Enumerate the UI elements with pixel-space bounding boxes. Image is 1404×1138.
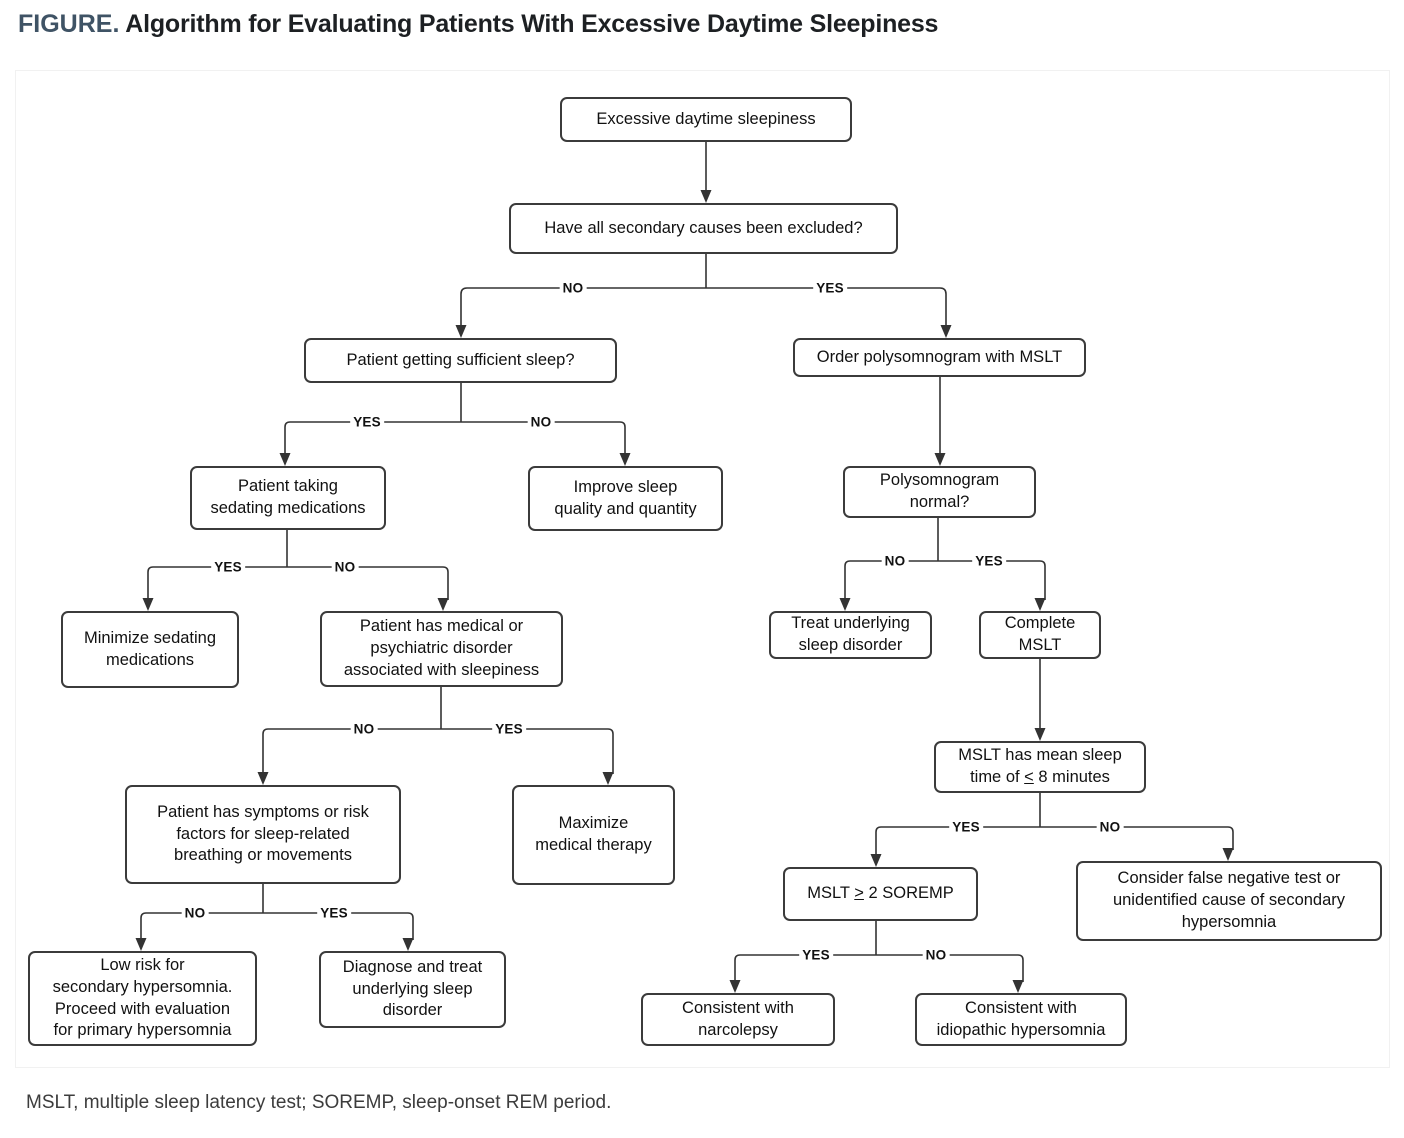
- branch-label-no: NO: [350, 721, 378, 737]
- figure-label: FIGURE.: [18, 10, 120, 38]
- branch-label-no: NO: [922, 947, 950, 963]
- node-sufficient-sleep[interactable]: Patient getting sufficient sleep?: [304, 338, 617, 383]
- node-symptoms-or-risk-factors[interactable]: Patient has symptoms or risk factors for…: [125, 785, 401, 884]
- figure-caption: MSLT, multiple sleep latency test; SOREM…: [26, 1092, 612, 1113]
- node-label: MSLT has mean sleep time of < 8 minutes: [958, 745, 1122, 789]
- node-label: Improve sleep quality and quantity: [554, 477, 697, 518]
- node-order-polysomnogram-mslt[interactable]: Order polysomnogram with MSLT: [793, 338, 1086, 377]
- node-treat-underlying-sleep-disorder[interactable]: Treat underlying sleep disorder: [769, 611, 932, 659]
- node-polysomnogram-normal[interactable]: Polysomnogram normal?: [843, 466, 1036, 518]
- branch-label-yes: YES: [492, 721, 526, 737]
- node-minimize-sedating-medications[interactable]: Minimize sedating medications: [61, 611, 239, 688]
- node-label: Low risk for secondary hypersomnia. Proc…: [52, 955, 233, 1040]
- greater-than-or-equal-symbol: >: [854, 884, 864, 903]
- node-secondary-causes-excluded[interactable]: Have all secondary causes been excluded?: [509, 203, 898, 254]
- node-label: Diagnose and treat underlying sleep diso…: [342, 957, 483, 1020]
- node-consider-false-negative[interactable]: Consider false negative test or unidenti…: [1076, 861, 1382, 941]
- node-low-risk-secondary-hypersomnia[interactable]: Low risk for secondary hypersomnia. Proc…: [28, 951, 257, 1046]
- branch-label-no: NO: [559, 280, 587, 296]
- node-label-post: 8 minutes: [1033, 768, 1110, 786]
- page-title: FIGURE. Algorithm for Evaluating Patient…: [18, 10, 938, 39]
- node-label: Patient has symptoms or risk factors for…: [157, 802, 369, 865]
- node-label: Have all secondary causes been excluded?: [544, 218, 863, 237]
- node-label: Maximize medical therapy: [535, 814, 652, 854]
- node-label-pre: MSLT: [807, 884, 855, 903]
- node-diagnose-and-treat-sleep-disorder[interactable]: Diagnose and treat underlying sleep diso…: [319, 951, 506, 1028]
- branch-label-yes: YES: [317, 905, 351, 921]
- node-patient-taking-sedating-medications[interactable]: Patient taking sedating medications: [190, 466, 386, 530]
- node-maximize-medical-therapy[interactable]: Maximize medical therapy: [512, 785, 675, 885]
- node-excessive-daytime-sleepiness[interactable]: Excessive daytime sleepiness: [560, 97, 852, 142]
- branch-label-yes: YES: [211, 559, 245, 575]
- branch-label-yes: YES: [350, 414, 384, 430]
- node-label: Order polysomnogram with MSLT: [816, 347, 1063, 366]
- branch-label-yes: YES: [949, 819, 983, 835]
- branch-label-no: NO: [331, 559, 359, 575]
- branch-label-yes: YES: [813, 280, 847, 296]
- branch-label-no: NO: [181, 905, 209, 921]
- node-label: Consistent with narcolepsy: [682, 998, 794, 1039]
- node-label-pre: MSLT has mean sleep time of: [958, 746, 1122, 786]
- node-label: Patient has medical or psychiatric disor…: [343, 617, 540, 679]
- node-label: Polysomnogram normal?: [879, 471, 1000, 511]
- node-consistent-with-narcolepsy[interactable]: Consistent with narcolepsy: [641, 993, 835, 1046]
- node-label: Patient taking sedating medications: [210, 477, 366, 517]
- node-medical-or-psychiatric-disorder[interactable]: Patient has medical or psychiatric disor…: [320, 611, 563, 687]
- node-label-post: 2 SOREMP: [863, 884, 954, 903]
- node-improve-sleep-quality[interactable]: Improve sleep quality and quantity: [528, 466, 723, 531]
- node-label: Consider false negative test or unidenti…: [1112, 869, 1346, 931]
- figure-title-text: Algorithm for Evaluating Patients With E…: [125, 10, 939, 38]
- node-label: Excessive daytime sleepiness: [596, 109, 816, 128]
- less-than-or-equal-symbol: <: [1024, 768, 1034, 786]
- node-label: Minimize sedating medications: [83, 628, 217, 669]
- node-label: Patient getting sufficient sleep?: [346, 350, 575, 369]
- node-label: Complete MSLT: [1004, 614, 1076, 654]
- branch-label-yes: YES: [972, 553, 1006, 569]
- node-mslt-soremp[interactable]: MSLT > 2 SOREMP: [783, 867, 978, 921]
- node-label: Treat underlying sleep disorder: [791, 614, 910, 654]
- branch-label-no: NO: [527, 414, 555, 430]
- node-mslt-mean-sleep-time[interactable]: MSLT has mean sleep time of < 8 minutes: [934, 741, 1146, 793]
- node-label: Consistent with idiopathic hypersomnia: [936, 998, 1106, 1039]
- node-consistent-with-idiopathic-hypersomnia[interactable]: Consistent with idiopathic hypersomnia: [915, 993, 1127, 1046]
- branch-label-no: NO: [1096, 819, 1124, 835]
- node-label: MSLT > 2 SOREMP: [807, 883, 954, 905]
- node-complete-mslt[interactable]: Complete MSLT: [979, 611, 1101, 659]
- branch-label-no: NO: [881, 553, 909, 569]
- branch-label-yes: YES: [799, 947, 833, 963]
